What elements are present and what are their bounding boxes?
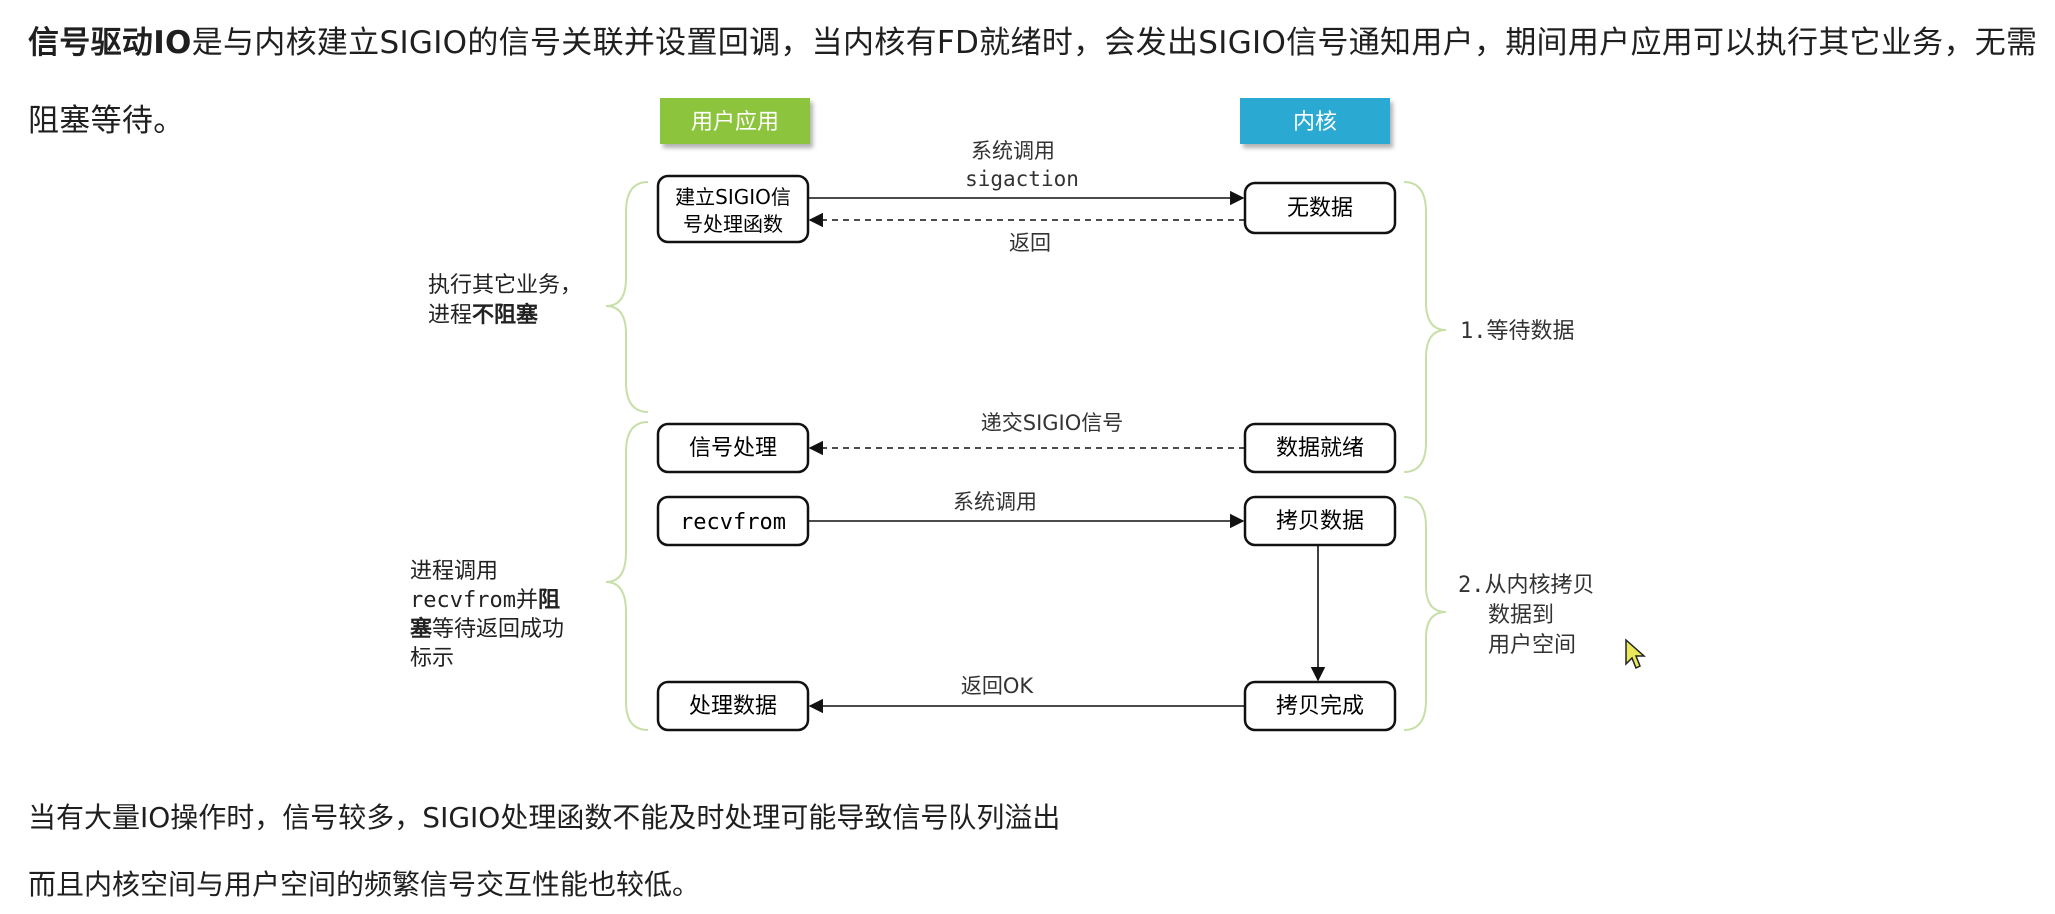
kernel-header: 内核 [1240, 98, 1390, 144]
note2-line4: 标示 [410, 646, 454, 671]
phase2-line1: 2.从内核拷贝 [1458, 573, 1595, 598]
note2-line2-bold: 阻 [538, 588, 560, 613]
setup-sigio-line2: 号处理函数 [683, 212, 783, 236]
phase1-label: 1.等待数据 [1460, 319, 1575, 344]
setup-sigio-box: 建立SIGIO信 号处理函数 [656, 174, 810, 244]
phase2-line3: 用户空间 [1488, 633, 1576, 658]
right-brace-top [1403, 181, 1447, 473]
recvfrom-label: recvfrom [680, 510, 786, 535]
note1-line1: 执行其它业务， [428, 273, 582, 298]
data-ready-label: 数据就绪 [1276, 436, 1364, 461]
copy-done-label: 拷贝完成 [1276, 694, 1364, 719]
note1-line2-plain: 进程 [428, 303, 472, 328]
data-ready-box: 数据就绪 [1243, 422, 1397, 474]
footer-line-1: 当有大量IO操作时，信号较多，SIGIO处理函数不能及时处理可能导致信号队列溢出 [28, 801, 1061, 834]
right-brace-bottom [1403, 496, 1447, 731]
phase2-line2: 数据到 [1488, 603, 1554, 628]
note1-line2-bold: 不阻塞 [472, 302, 539, 328]
no-data-label: 无数据 [1287, 196, 1353, 221]
label-return-ok: 返回OK [961, 674, 1035, 698]
copy-data-box: 拷贝数据 [1243, 495, 1397, 547]
label-deliver-sigio: 递交SIGIO信号 [981, 411, 1124, 435]
left-brace-top [605, 181, 649, 413]
process-data-label: 处理数据 [689, 694, 777, 719]
label-syscall-2: 系统调用 [953, 490, 1037, 514]
kernel-header-label: 内核 [1293, 110, 1337, 135]
note2-line3-plain: 等待返回成功 [432, 617, 564, 642]
label-sigaction: sigaction [965, 167, 1079, 191]
footer-line-2: 而且内核空间与用户空间的频繁信号交互性能也较低。 [28, 868, 701, 901]
label-syscall: 系统调用 [971, 139, 1055, 163]
user-app-header: 用户应用 [660, 98, 810, 144]
intro-text: 是与内核建立SIGIO的信号关联并设置回调，当内核有FD就绪时，会发出SIGIO… [28, 25, 2038, 139]
svg-text:进程不阻塞: 进程不阻塞 [428, 302, 539, 328]
left-brace-bottom [605, 421, 649, 731]
no-data-box: 无数据 [1243, 181, 1397, 235]
signal-handle-box: 信号处理 [656, 422, 810, 474]
recvfrom-box: recvfrom [656, 495, 810, 547]
user-app-header-label: 用户应用 [691, 110, 779, 135]
setup-sigio-line1: 建立SIGIO信 [675, 185, 791, 209]
left-note-blocking: 进程调用 recvfrom并阻 塞等待返回成功 标示 [410, 559, 564, 671]
note2-line3-bold: 塞 [410, 616, 433, 642]
intro-paragraph: 信号驱动IO是与内核建立SIGIO的信号关联并设置回调，当内核有FD就绪时，会发… [28, 4, 2038, 160]
svg-text:recvfrom并阻: recvfrom并阻 [410, 588, 560, 613]
svg-text:塞等待返回成功: 塞等待返回成功 [410, 616, 564, 642]
signal-handle-label: 信号处理 [689, 436, 777, 461]
phase2-note: 2.从内核拷贝 数据到 用户空间 [1458, 573, 1595, 658]
mouse-cursor-icon [1625, 638, 1646, 670]
copy-done-box: 拷贝完成 [1243, 680, 1397, 732]
copy-data-label: 拷贝数据 [1276, 509, 1364, 534]
process-data-box: 处理数据 [656, 680, 810, 732]
intro-bold-lead: 信号驱动IO [28, 25, 192, 61]
left-note-nonblocking: 执行其它业务， 进程不阻塞 [428, 273, 582, 328]
note2-line2-plain: recvfrom并 [410, 588, 538, 613]
note2-line1: 进程调用 [410, 559, 498, 584]
label-return: 返回 [1009, 231, 1051, 255]
